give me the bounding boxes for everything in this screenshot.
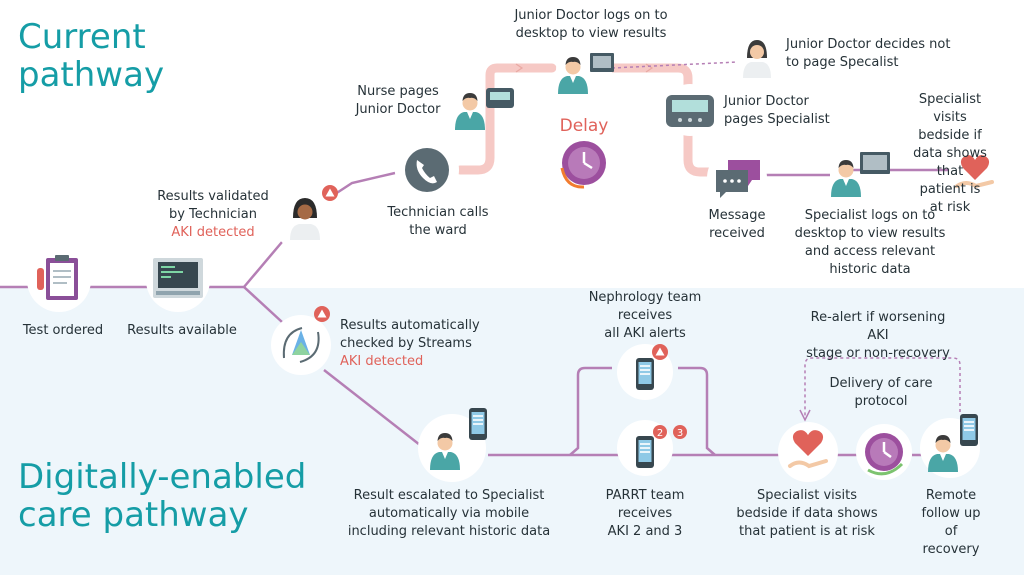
parrt-phone-icon: 2 3 xyxy=(617,420,687,476)
label-junior-decides-not: Junior Doctor decides not to page Specal… xyxy=(786,37,951,70)
label-nurse-pages: Nurse pages Junior Doctor xyxy=(355,84,441,117)
technician-avatar-icon xyxy=(273,185,338,252)
label-junior-pages: Junior Doctor pages Specialist xyxy=(724,94,830,127)
pager-specialist-icon xyxy=(664,84,716,136)
realert-arrow xyxy=(799,409,811,422)
delay-arrows xyxy=(515,63,654,73)
pager-icon xyxy=(486,88,514,108)
label-test-ordered: Test ordered xyxy=(22,323,104,338)
delay-route xyxy=(455,63,715,177)
junior-doctor-desktop-icon xyxy=(556,42,614,98)
label-results-auto-checked: Results automatically checked by Streams… xyxy=(340,318,480,369)
test-tube-clipboard-icon xyxy=(27,248,91,312)
digital-pathway-background xyxy=(0,288,1024,575)
specialist-mobile-icon xyxy=(418,408,487,482)
care-protocol-clock-icon xyxy=(856,424,912,480)
label-junior-logs-on: Junior Doctor logs on to desktop to view… xyxy=(514,8,668,41)
delay-clock-icon xyxy=(560,141,606,189)
aki-detected-digital: AKI detected xyxy=(340,354,424,369)
junior-doctor-icon xyxy=(735,36,779,80)
heart-hand-bedside-icon xyxy=(778,422,838,482)
digital-pathway-title: Digitally-enabled care pathway xyxy=(18,457,307,536)
badge-aki-2: 2 xyxy=(657,428,663,439)
message-bubbles-icon xyxy=(707,148,767,208)
label-results-available: Results available xyxy=(127,323,237,338)
label-parrt-team: PARRT team receives AKI 2 and 3 xyxy=(605,488,685,539)
label-delivery-protocol: Delivery of care protocol xyxy=(829,376,933,409)
label-technician-calls: Technician calls the ward xyxy=(387,205,489,238)
nephrology-phone-icon xyxy=(617,344,673,400)
label-delay: Delay xyxy=(559,116,609,136)
label-realert: Re-alert if worsening AKI stage or non-r… xyxy=(806,310,950,361)
remote-doctor-mobile-icon xyxy=(920,414,980,478)
label-specialist-visits-current: Specialist visits bedside if data shows … xyxy=(913,92,987,215)
specialist-desktop-icon xyxy=(831,152,890,197)
heart-hand-icon xyxy=(949,146,1001,198)
label-message-received: Message received xyxy=(708,208,766,241)
badge-aki-3: 3 xyxy=(677,428,683,439)
label-specialist-logs-on: Specialist logs on to desktop to view re… xyxy=(794,208,946,277)
aki-detected-current: AKI detected xyxy=(171,225,255,240)
label-specialist-visits-digital: Specialist visits bedside if data shows … xyxy=(736,488,878,539)
nurse-avatar-icon xyxy=(455,93,485,130)
realert-loop xyxy=(804,357,961,420)
lab-monitor-icon xyxy=(146,248,210,312)
label-remote-follow-up: Remote follow up of recovery xyxy=(921,488,981,557)
phone-icon xyxy=(395,138,459,202)
streams-logo-icon xyxy=(271,306,331,375)
label-result-escalated: Result escalated to Specialist automatic… xyxy=(347,488,551,539)
current-pathway-title: Current pathway xyxy=(18,17,165,96)
label-nephrology-team: Nephrology team receives all AKI alerts xyxy=(588,290,702,341)
